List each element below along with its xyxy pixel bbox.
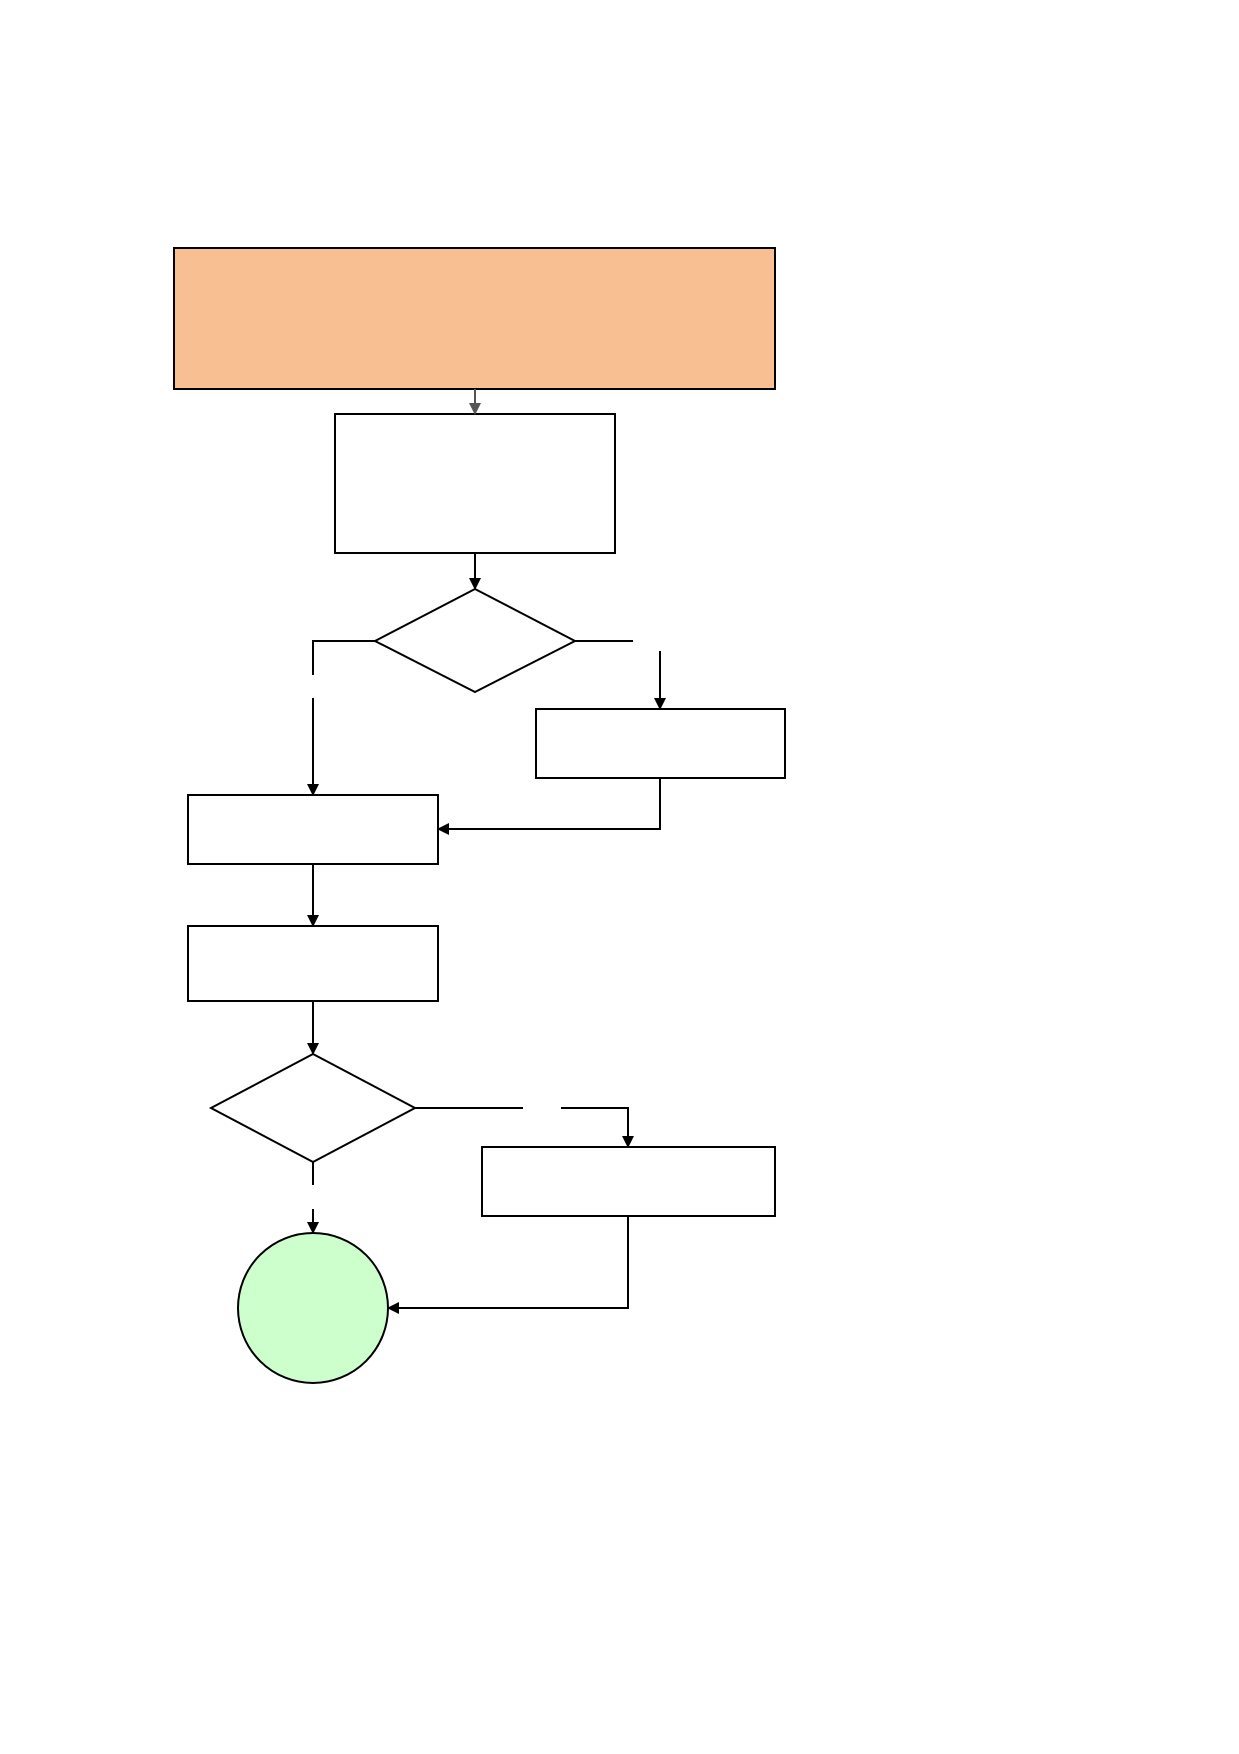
right-box-1 [535, 708, 786, 779]
edge-decision1-left-a [312, 640, 375, 675]
left-box-2 [187, 925, 439, 1002]
edge-rightbox1-to-leftbox1 [437, 778, 661, 835]
edge-rightbox2-to-end [387, 1216, 629, 1314]
right-box-2 [481, 1146, 776, 1217]
edge-decision2-right-b [561, 1107, 634, 1148]
decision-1 [372, 587, 578, 694]
header-box [173, 247, 776, 390]
process-box-1 [334, 413, 616, 554]
decision-2 [208, 1052, 418, 1164]
left-box-1 [187, 794, 439, 865]
end-circle [237, 1232, 389, 1384]
